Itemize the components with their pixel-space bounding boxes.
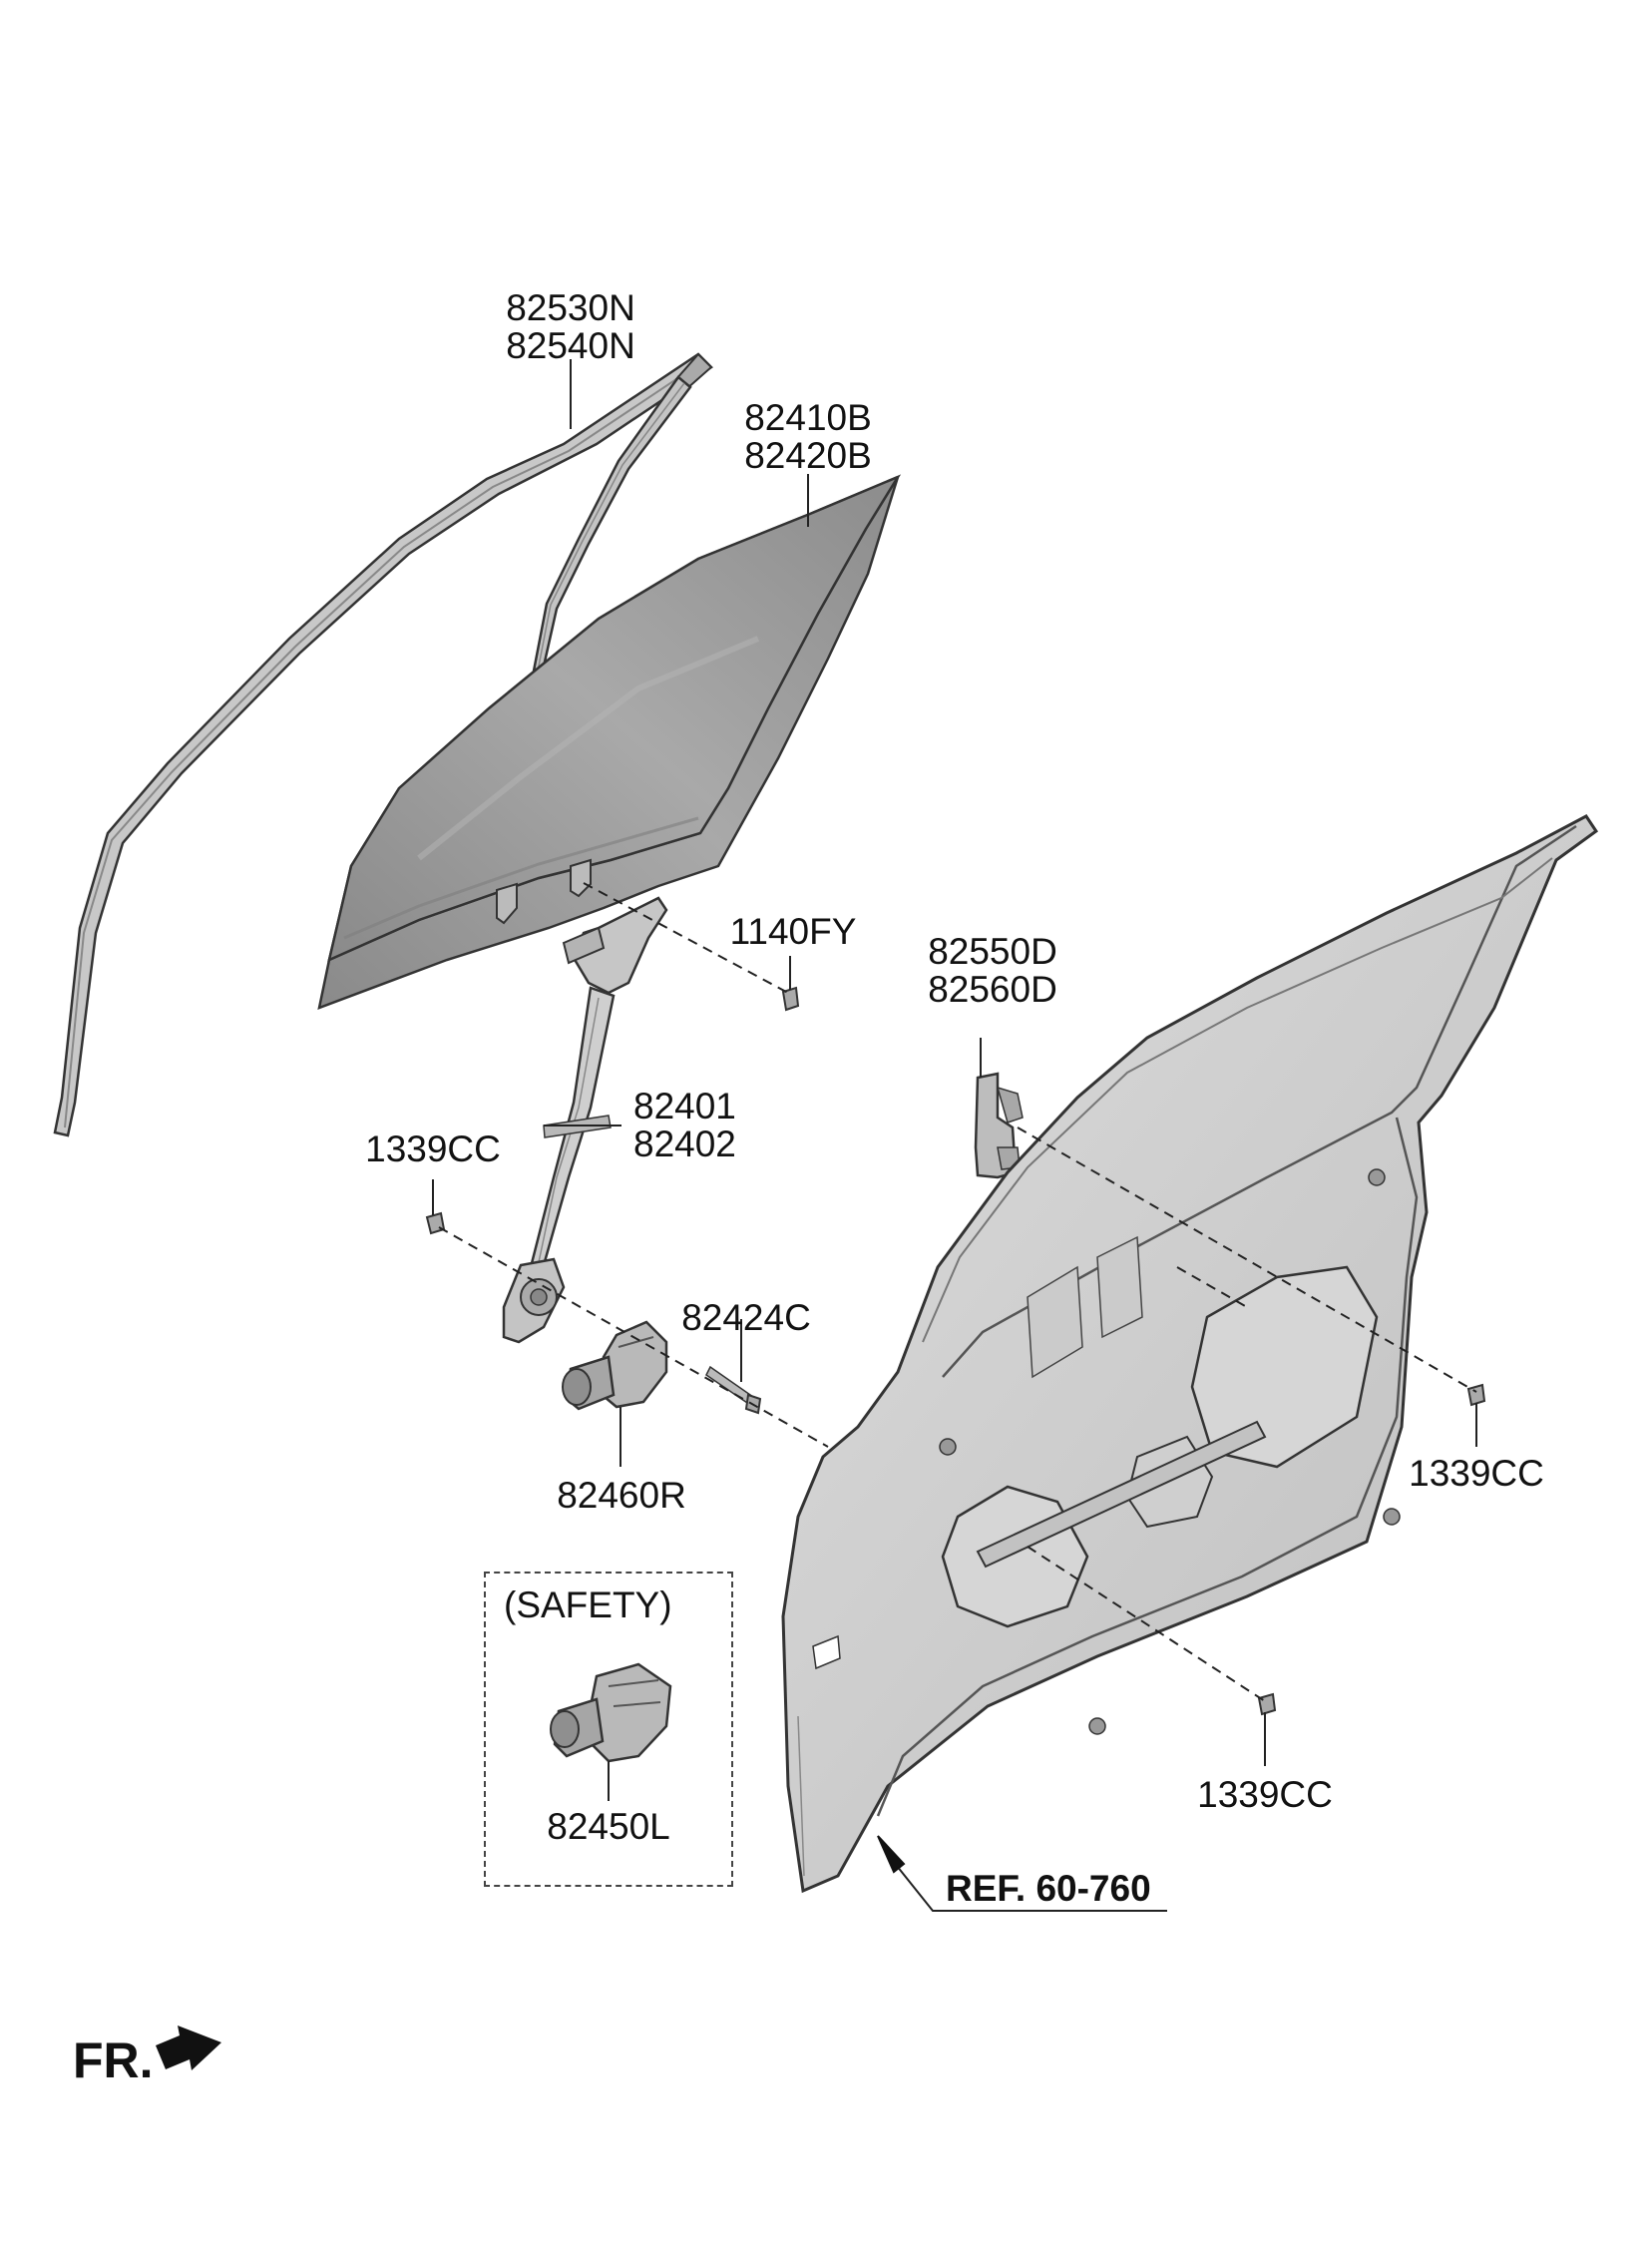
channel-label: 82550D 82560D bbox=[928, 933, 1057, 1009]
ref-label: REF. 60-760 bbox=[946, 1868, 1151, 1909]
regulator-label: 82401 82402 bbox=[633, 1088, 736, 1163]
safety-box bbox=[484, 1572, 733, 1887]
glass-part-number-2: 82420B bbox=[744, 435, 872, 476]
door-panel-part bbox=[781, 814, 1599, 1894]
channel-part-number-1: 82550D bbox=[928, 931, 1057, 972]
safety-motor-label: 82450L bbox=[547, 1806, 670, 1847]
regulator-part-number-2: 82402 bbox=[633, 1124, 736, 1164]
bolt-glass-label: 1140FY bbox=[729, 911, 857, 952]
screw-left-label: 1339CC bbox=[365, 1128, 501, 1169]
bolt-motor-label: 82424C bbox=[681, 1297, 811, 1338]
regulator-part-number-1: 82401 bbox=[633, 1086, 736, 1127]
screw-1339cc-right bbox=[1466, 1383, 1486, 1407]
moulding-part-number-1: 82530N bbox=[506, 287, 635, 328]
screw-1339cc-bottom bbox=[1257, 1692, 1277, 1716]
screw-1339cc-left bbox=[425, 1211, 446, 1235]
window-regulator-part bbox=[502, 896, 668, 1344]
bolt-1140fy bbox=[781, 986, 800, 1012]
front-arrow-icon bbox=[156, 2026, 221, 2070]
door-moulding-part bbox=[53, 352, 713, 1137]
assembly-lines bbox=[438, 882, 1477, 1702]
channel-part-number-2: 82560D bbox=[928, 969, 1057, 1010]
regulator-motor-part bbox=[562, 1320, 668, 1411]
motor-label: 82460R bbox=[557, 1475, 686, 1516]
leader-lines bbox=[432, 359, 1477, 1912]
glass-label: 82410B 82420B bbox=[744, 399, 872, 475]
safety-title: (SAFETY) bbox=[504, 1584, 672, 1625]
moulding-part-number-2: 82540N bbox=[506, 325, 635, 366]
ref-arrow bbox=[877, 1835, 906, 1874]
screw-right-label: 1339CC bbox=[1409, 1453, 1544, 1494]
safety-motor-part bbox=[550, 1662, 672, 1763]
door-glass-part bbox=[317, 474, 902, 1010]
bolt-82424c bbox=[705, 1365, 762, 1415]
front-direction-label: FR. bbox=[73, 2032, 154, 2088]
moulding-label: 82530N 82540N bbox=[506, 289, 635, 365]
screw-bottom-label: 1339CC bbox=[1197, 1774, 1333, 1815]
glass-part-number-1: 82410B bbox=[744, 397, 872, 438]
